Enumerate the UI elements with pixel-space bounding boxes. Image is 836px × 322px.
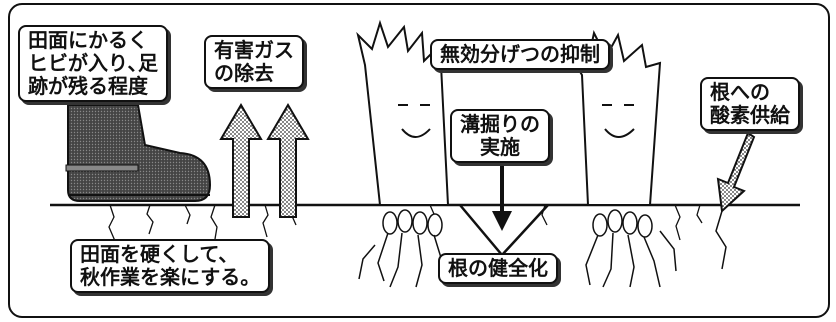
- boot-note-line-3: 跡が残る程度: [28, 74, 148, 98]
- boot-icon: [65, 104, 212, 202]
- hard-field-note-line-2: 秋作業を楽にする。: [80, 265, 261, 289]
- hard-field-note: 田面を硬くして、 秋作業を楽にする。: [70, 239, 271, 293]
- oxygen-note: 根への 酸素供給: [700, 77, 800, 131]
- gas-note-line-2: の除去: [214, 61, 274, 85]
- oxygen-arrow-icon: [715, 131, 756, 270]
- gas-arrow-icon: [219, 103, 310, 218]
- trench-note-line-1: 溝掘りの: [460, 112, 540, 136]
- rice-plant-icon: [356, 19, 450, 206]
- root-note-line-1: 根の健全化: [448, 256, 548, 280]
- root-icon: [358, 209, 447, 288]
- boot-note-line-2: ヒビが入り､足: [28, 51, 158, 75]
- root-note: 根の健全化: [438, 253, 558, 284]
- oxygen-note-line-1: 根への: [710, 80, 770, 104]
- illustration-frame: 田面にかるく ヒビが入り､足 跡が残る程度 有害ガス の除去 無効分げつの抑制 …: [8, 3, 830, 318]
- gas-note: 有害ガス の除去: [204, 35, 304, 89]
- root-icon: [585, 209, 677, 288]
- tiller-note-line-1: 無効分げつの抑制: [440, 42, 600, 66]
- gas-note-line-1: 有害ガス: [214, 38, 294, 62]
- hard-field-note-line-1: 田面を硬くして、: [80, 242, 239, 266]
- trench-note: 溝掘りの 実施: [450, 109, 550, 163]
- field-illustration: [50, 19, 800, 288]
- boot-note-line-1: 田面にかるく: [28, 28, 148, 52]
- down-arrow-icon: [492, 165, 512, 231]
- boot-note: 田面にかるく ヒビが入り､足 跡が残る程度: [18, 25, 168, 102]
- trench-note-line-2: 実施: [480, 135, 520, 159]
- field-cracks: [108, 204, 703, 242]
- tiller-note: 無効分げつの抑制: [430, 39, 610, 70]
- oxygen-note-line-2: 酸素供給: [710, 103, 790, 127]
